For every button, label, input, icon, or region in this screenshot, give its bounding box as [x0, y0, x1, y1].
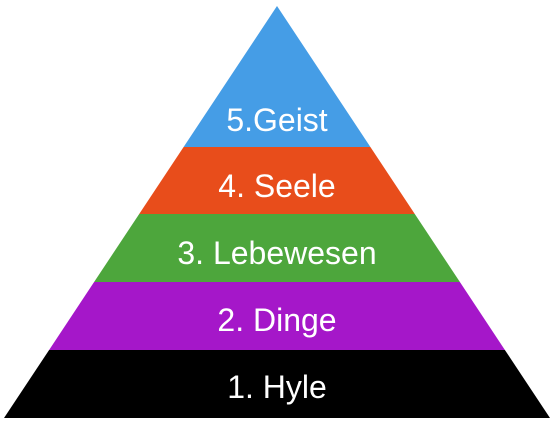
- layer-lebewesen: [94, 214, 460, 282]
- layer-hyle: [4, 350, 550, 418]
- layer-label-geist: 5.Geist: [226, 102, 327, 138]
- layer-dinge: [49, 282, 505, 350]
- layer-label-seele: 4. Seele: [218, 168, 335, 204]
- layer-label-dinge: 2. Dinge: [217, 302, 336, 338]
- layer-label-lebewesen: 3. Lebewesen: [177, 235, 376, 271]
- layer-seele: [139, 147, 415, 214]
- layer-label-hyle: 1. Hyle: [227, 369, 327, 405]
- layer-geist: [183, 6, 371, 147]
